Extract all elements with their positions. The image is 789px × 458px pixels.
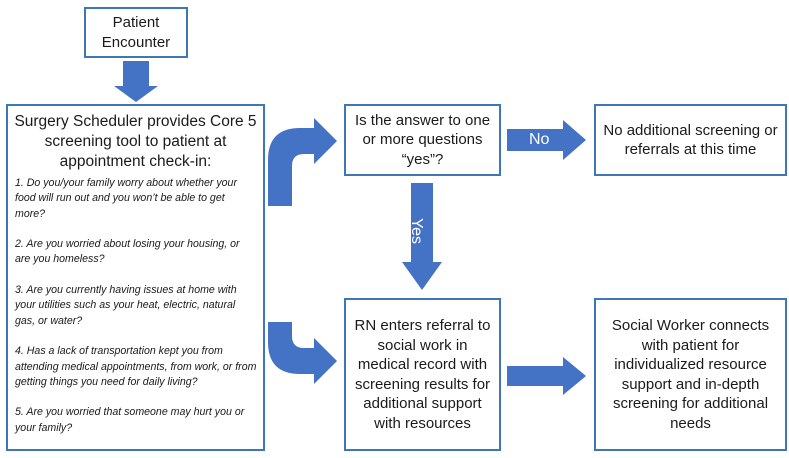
screening-questions: 1. Do you/your family worry about whethe… (8, 176, 263, 436)
patient-encounter-box: Patient Encounter (84, 7, 188, 58)
arrow-scheduler-to-question (268, 118, 337, 206)
question-item: 4. Has a lack of transportation kept you… (15, 345, 257, 388)
social-worker-box: Social Worker connects with patient for … (594, 298, 787, 451)
arrow-question-to-noreferral (507, 120, 586, 160)
no-referral-box: No additional screening or referrals at … (594, 104, 787, 176)
question-item: 2. Are you worried about losing your hou… (15, 238, 240, 266)
rn-referral-text: RN enters referral to social work in med… (354, 317, 491, 432)
social-worker-text: Social Worker connects with patient for … (611, 317, 770, 432)
no-referral-text: No additional screening or referrals at … (603, 121, 778, 159)
scheduler-heading: Surgery Scheduler provides Core 5 screen… (14, 113, 257, 170)
arrow-patient-to-scheduler (114, 61, 158, 102)
no-label: No (529, 131, 550, 148)
decision-text: Is the answer to one or more questions “… (354, 111, 491, 168)
question-item: 1. Do you/your family worry about whethe… (15, 177, 237, 220)
rn-referral-box: RN enters referral to social work in med… (344, 298, 501, 451)
scheduler-box: Surgery Scheduler provides Core 5 screen… (6, 104, 265, 451)
question-item: 5. Are you worried that someone may hurt… (15, 406, 245, 434)
arrow-rn-to-socialworker (507, 357, 586, 395)
question-item: 3. Are you currently having issues at ho… (15, 284, 237, 327)
arrow-question-to-rn (402, 183, 442, 290)
patient-encounter-text: Patient Encounter (101, 14, 171, 51)
yes-label: Yes (408, 217, 426, 245)
decision-box: Is the answer to one or more questions “… (344, 104, 501, 176)
arrow-scheduler-to-rn (268, 322, 337, 384)
